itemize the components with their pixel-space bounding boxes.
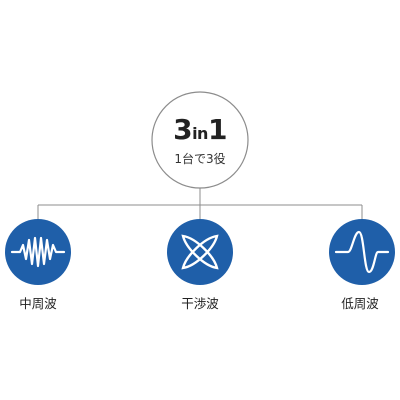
node-mid-frequency [5, 219, 71, 285]
node-label-mid-frequency: 中周波 [19, 296, 57, 311]
hub-title-mid: in [192, 124, 208, 143]
interference-wave-icon [181, 234, 219, 270]
node-circle [5, 219, 71, 285]
node-interference [167, 219, 233, 285]
hub-title: 3in1 [150, 112, 250, 148]
connector-lines [37, 188, 363, 220]
hub-title-end: 1 [207, 113, 227, 146]
node-low-frequency [329, 219, 395, 285]
node-circle [167, 219, 233, 285]
node-label-low-frequency: 低周波 [341, 296, 379, 311]
hub-circle [151, 91, 249, 189]
hub-title-number: 3 [173, 113, 193, 146]
hub-subtitle: 1台で3役 [174, 152, 226, 166]
node-label-interference: 干渉波 [181, 296, 219, 311]
mid-frequency-wave-icon [10, 236, 66, 268]
low-frequency-wave-icon [334, 230, 390, 274]
node-circle [329, 219, 395, 285]
